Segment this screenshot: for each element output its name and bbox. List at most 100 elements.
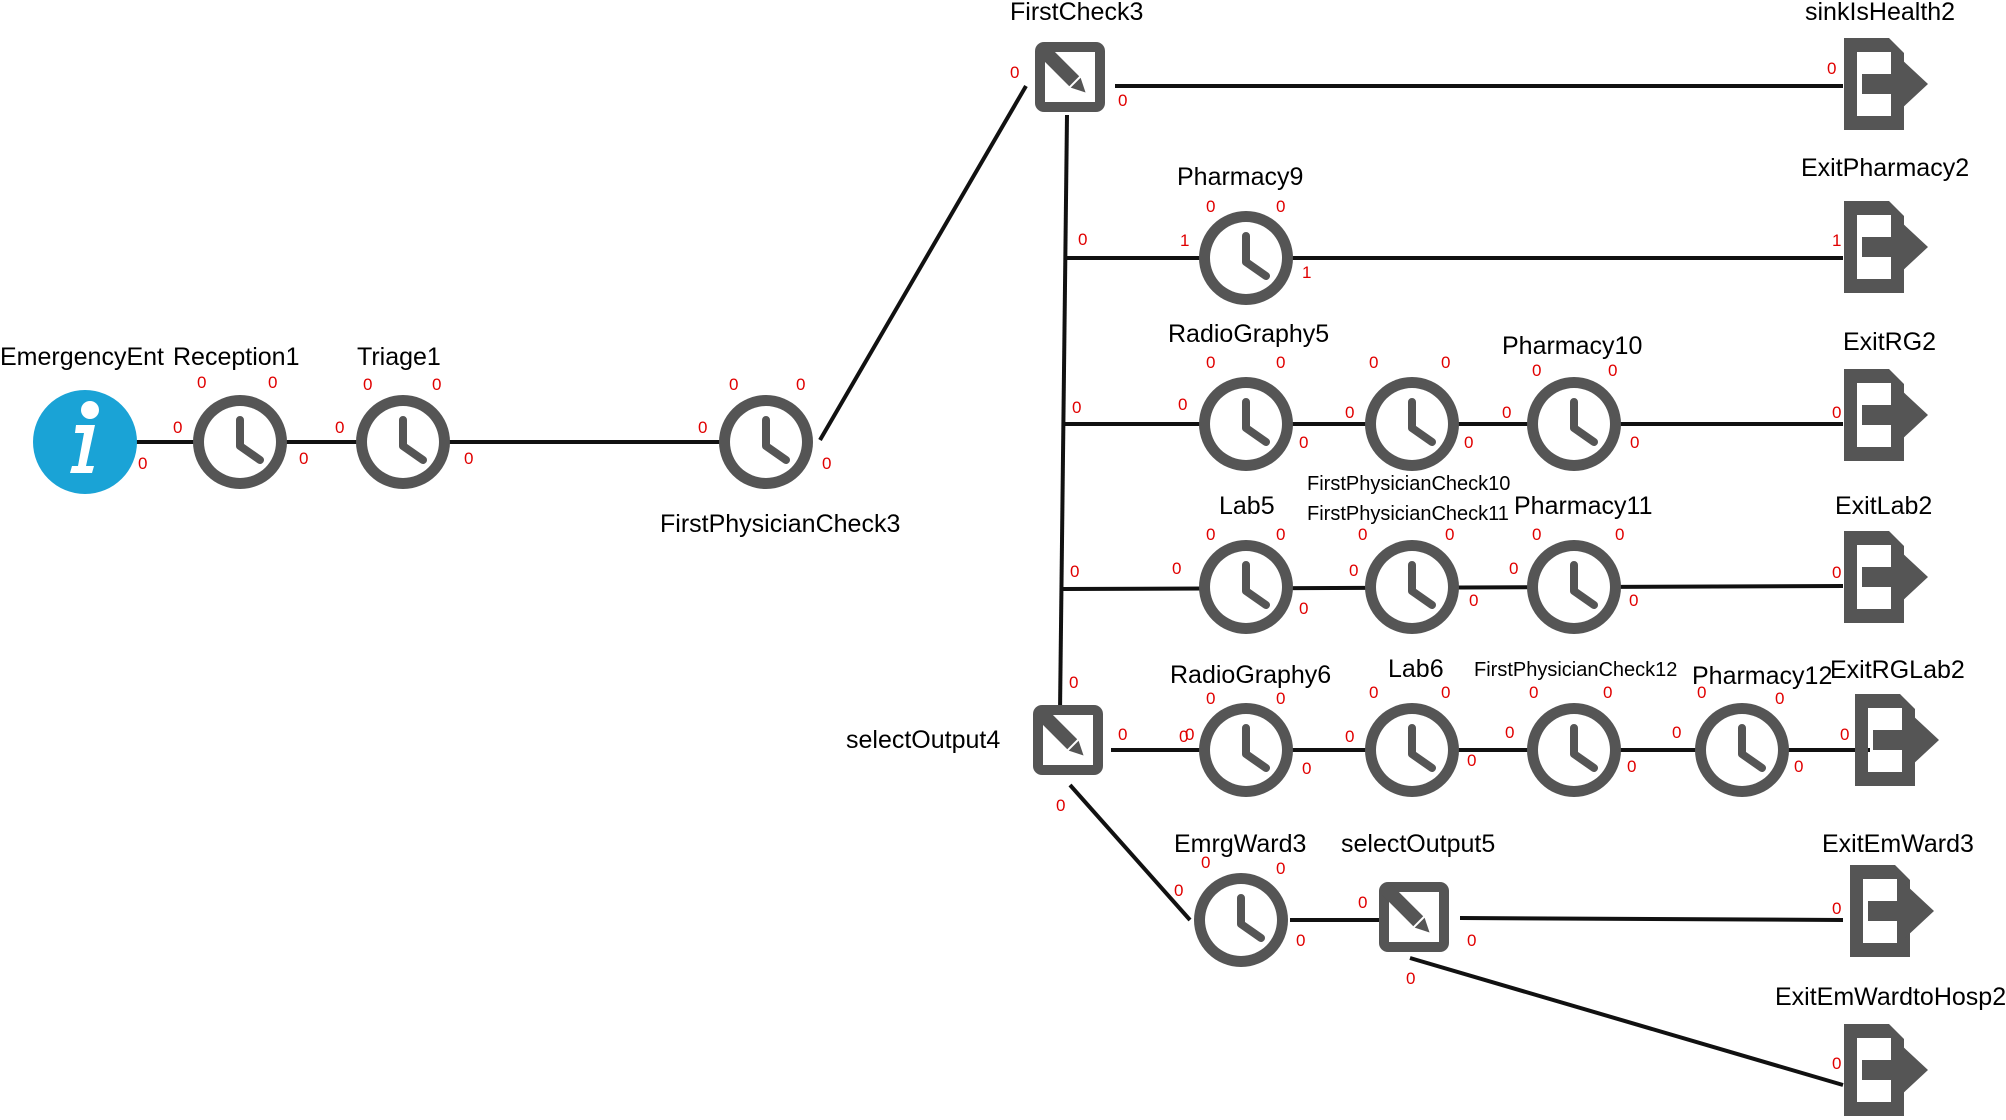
- port-value: 0: [1445, 525, 1454, 544]
- node-label: EmrgWard3: [1174, 830, 1306, 858]
- port-value: 0: [1832, 1054, 1841, 1073]
- port-value: 0: [1358, 893, 1367, 912]
- node-radiography6[interactable]: RadioGraphy6 0 0 0 0: [1170, 661, 1331, 797]
- node-firstcheck3[interactable]: FirstCheck3 0 0: [1010, 0, 1143, 112]
- node-reception1[interactable]: Reception1 0 0 0 0: [173, 343, 308, 489]
- node-label: Pharmacy9: [1177, 163, 1303, 191]
- port-value: 0: [1630, 433, 1639, 452]
- port-value: 0: [1118, 725, 1127, 744]
- port-value: 0: [1502, 403, 1511, 422]
- port-value: 0: [1608, 361, 1617, 380]
- clock-icon: [1527, 540, 1621, 634]
- edge-firstcheck3-selectoutput4[interactable]: [1058, 114, 1069, 713]
- node-emergencyent[interactable]: EmergencyEnt 0: [0, 343, 164, 494]
- node-selectoutput5[interactable]: selectOutput5 0 0 0: [1341, 830, 1495, 988]
- node-firstphysiciancheck3[interactable]: FirstPhysicianCheck3 0 0 0 0: [660, 375, 900, 538]
- clock-icon: [1365, 540, 1459, 634]
- port-value: 0: [299, 449, 308, 468]
- port-value: 0: [1603, 683, 1612, 702]
- port-value: 0: [1509, 559, 1518, 578]
- port-value: 0: [1345, 403, 1354, 422]
- port-value: 0: [1276, 859, 1285, 878]
- node-label: Lab5: [1219, 492, 1275, 520]
- port-value: 0: [432, 375, 441, 394]
- branch-ports: 0 0 0 0: [1069, 230, 1087, 692]
- node-label: selectOutput5: [1341, 830, 1495, 858]
- edit-icon: [1379, 882, 1449, 952]
- node-exitemwardtohosp2[interactable]: ExitEmWardtoHosp2 0: [1775, 983, 2006, 1116]
- node-label: ExitEmWard3: [1822, 830, 1974, 858]
- node-label: Reception1: [173, 343, 299, 371]
- node-exitlab2[interactable]: ExitLab2 0: [1832, 492, 1932, 623]
- node-selectoutput4[interactable]: selectOutput4 0 0 0: [846, 705, 1194, 815]
- clock-icon: [1199, 703, 1293, 797]
- port-value: 0: [698, 418, 707, 437]
- port-value: 0: [1174, 881, 1183, 900]
- port-value: 0: [1672, 723, 1681, 742]
- node-label: RadioGraphy5: [1168, 320, 1329, 348]
- node-pharmacy12[interactable]: Pharmacy12 0 0 0 0: [1672, 662, 1832, 797]
- port-value: 0: [1299, 599, 1308, 618]
- port-value: 0: [1201, 853, 1210, 872]
- node-triage1[interactable]: Triage1 0 0 0 0: [335, 343, 473, 489]
- node-label: Triage1: [357, 343, 441, 371]
- node-firstphysiciancheck12[interactable]: FirstPhysicianCheck12 0 0 0 0: [1474, 659, 1677, 797]
- exit-icon: [1855, 694, 1939, 786]
- node-lab5[interactable]: Lab5 0 0 0 0: [1172, 492, 1308, 634]
- node-exitrglab2[interactable]: ExitRGLab2 0: [1830, 656, 1965, 786]
- port-value: 0: [1627, 757, 1636, 776]
- node-label: FirstPhysicianCheck11: [1307, 503, 1509, 525]
- port-value: 0: [1441, 353, 1450, 372]
- edge-selectoutput4-emrgward3[interactable]: [1068, 783, 1192, 922]
- port-value: 0: [1697, 683, 1706, 702]
- clock-icon: [1199, 540, 1293, 634]
- port-value: 0: [1529, 683, 1538, 702]
- edge-selectoutput5-exitemwardtohosp2[interactable]: [1409, 956, 1844, 1087]
- node-sinkishealth2[interactable]: sinkIsHealth2 0: [1805, 0, 1955, 130]
- port-value: 0: [1532, 525, 1541, 544]
- node-pharmacy11[interactable]: Pharmacy11 0 0 0 0: [1509, 492, 1653, 634]
- node-firstphysiciancheck10[interactable]: FirstPhysicianCheck10 0 0 0 0: [1307, 353, 1510, 495]
- port-value: 0: [1532, 361, 1541, 380]
- edit-icon: [1035, 42, 1105, 112]
- port-value: 0: [822, 454, 831, 473]
- port-value: 0: [796, 375, 805, 394]
- node-firstphysiciancheck11[interactable]: FirstPhysicianCheck11 0 0 0 0: [1307, 503, 1509, 634]
- port-value: 0: [1010, 63, 1019, 82]
- port-value: 0: [1406, 969, 1415, 988]
- node-label: RadioGraphy6: [1170, 661, 1331, 689]
- node-exitpharmacy2[interactable]: ExitPharmacy2 1: [1801, 154, 1969, 293]
- port-value: 0: [1206, 689, 1215, 708]
- port-value: 0: [335, 418, 344, 437]
- port-value: 0: [363, 375, 372, 394]
- node-lab6[interactable]: Lab6 0 0 0 0: [1345, 655, 1476, 797]
- node-exitemward3[interactable]: ExitEmWard3 0: [1822, 830, 1974, 957]
- clock-icon: [719, 395, 813, 489]
- port-value: 0: [1505, 723, 1514, 742]
- node-label: FirstPhysicianCheck10: [1307, 473, 1510, 495]
- clock-icon: [1199, 211, 1293, 305]
- port-value: 0: [464, 449, 473, 468]
- clock-icon: [1365, 703, 1459, 797]
- port-value: 0: [1827, 59, 1836, 78]
- exit-icon: [1844, 369, 1928, 461]
- node-label: ExitLab2: [1835, 492, 1932, 520]
- edge-firstphysiciancheck3-firstcheck3[interactable]: [818, 84, 1028, 442]
- edge-selectoutput5-exitemward3[interactable]: [1459, 916, 1844, 922]
- port-value: 0: [1775, 689, 1784, 708]
- clock-icon: [356, 395, 450, 489]
- port-value: 0: [1467, 931, 1476, 950]
- port-value: 0: [1358, 525, 1367, 544]
- node-label: ExitRGLab2: [1830, 656, 1965, 684]
- node-emrgward3[interactable]: EmrgWard3 0 0 0 0: [1174, 830, 1306, 967]
- node-label: Pharmacy11: [1514, 492, 1653, 520]
- clock-icon: [1527, 377, 1621, 471]
- node-exitrg2[interactable]: ExitRG2 0: [1832, 328, 1936, 461]
- node-pharmacy9[interactable]: Pharmacy9 0 0 1 1: [1177, 163, 1311, 305]
- node-label: Pharmacy12: [1692, 662, 1832, 690]
- clock-icon: [1365, 377, 1459, 471]
- node-radiography5[interactable]: RadioGraphy5 0 0 0 0: [1168, 320, 1329, 471]
- node-pharmacy10[interactable]: Pharmacy10 0 0 0 0: [1502, 332, 1642, 471]
- node-label: selectOutput4: [846, 726, 1000, 754]
